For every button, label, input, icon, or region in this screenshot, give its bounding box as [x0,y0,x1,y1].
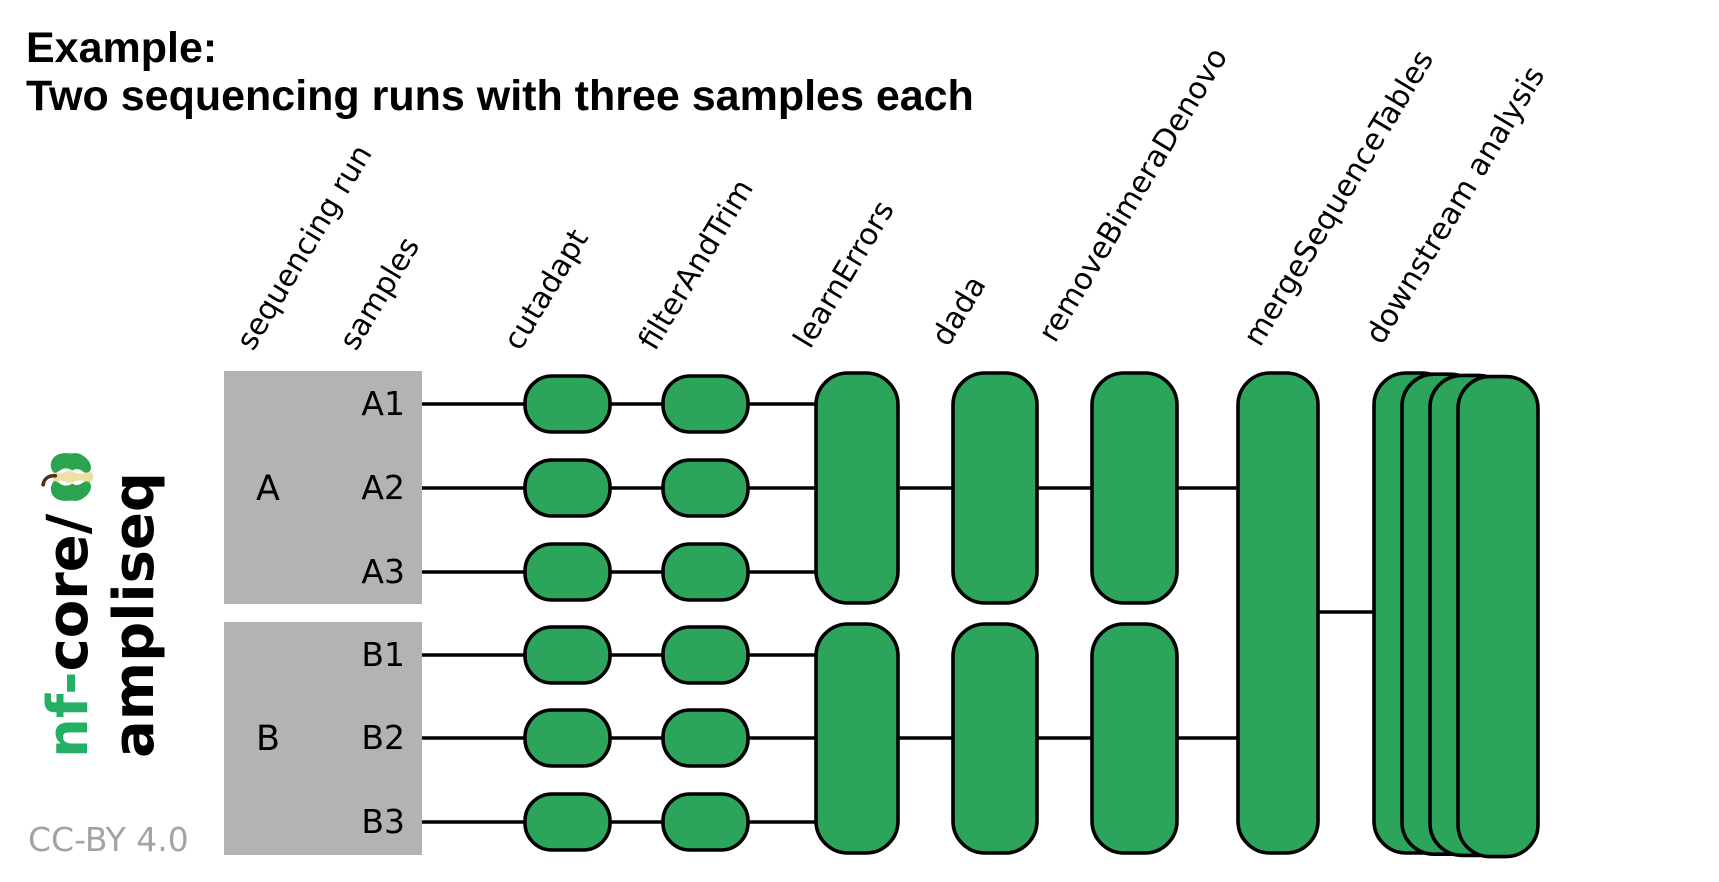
node-cutadapt-A1 [523,374,612,434]
column-label-1: samples [333,231,427,356]
sample-label-A3: A3 [361,552,405,591]
sample-label-B2: B2 [361,718,405,757]
run-box-A [224,371,422,604]
title-line1: Example: [26,24,218,72]
node-cutadapt-B2 [523,708,612,768]
node-learnErrors-run-B [814,622,900,855]
run-label-A: A [256,469,280,509]
apple-left-lobe [50,481,92,501]
node-dada-run-B [951,622,1039,855]
apple-right-lobe [50,452,92,473]
logo-pipeline-name: ampliseq [102,471,167,758]
logo-nf-prefix: nf- [36,671,101,759]
apple-core-icon [41,452,94,501]
node-learnErrors-run-A [814,371,900,605]
license-text: CC-BY 4.0 [28,820,189,859]
node-cutadapt-A3 [523,542,612,602]
logo-line1: nf-core/ [36,386,102,758]
column-label-6: removeBimeraDenovo [1032,42,1235,348]
node-downstream-analysis-4 [1456,374,1540,859]
sample-label-B1: B1 [361,635,405,674]
node-dada-run-A [951,371,1039,605]
node-filterAndTrim-A1 [661,374,750,434]
node-filterAndTrim-B2 [661,708,750,768]
column-label-3: filterAndTrim [632,173,761,356]
logo-core: core/ [36,513,101,672]
node-filterAndTrim-B1 [661,625,750,685]
node-removeBimeraDenovo-run-B [1090,622,1179,855]
node-cutadapt-A2 [523,458,612,518]
sample-label-A1: A1 [361,384,405,423]
sample-label-B3: B3 [361,802,405,841]
column-label-2: cutadapt [497,223,596,356]
node-cutadapt-B3 [523,792,612,852]
run-box-B [224,622,422,855]
page-title: Example: Two sequencing runs with three … [26,24,974,120]
node-cutadapt-B1 [523,625,612,685]
node-filterAndTrim-A3 [661,542,750,602]
column-label-4: learnErrors [787,195,902,354]
title-line2: Two sequencing runs with three samples e… [26,72,974,120]
node-removeBimeraDenovo-run-A [1090,371,1179,605]
sample-label-A2: A2 [361,468,405,507]
apple-core-shape [53,468,94,485]
node-filterAndTrim-A2 [661,458,750,518]
run-label-B: B [256,719,280,759]
nfcore-ampliseq-logo: nf-core/ ampliseq [36,386,186,758]
node-filterAndTrim-B3 [661,792,750,852]
apple-stem-tip [41,482,46,487]
node-mergeSequenceTables [1236,371,1320,855]
column-label-5: dada [925,270,994,352]
